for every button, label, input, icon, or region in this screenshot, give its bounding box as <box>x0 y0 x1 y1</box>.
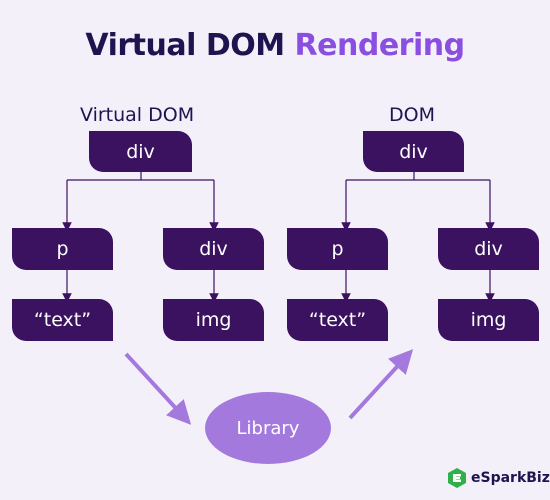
arrow-to-library <box>124 352 192 425</box>
left-tree-connectors <box>62 172 219 303</box>
title-part-2: Rendering <box>294 28 466 63</box>
library-node: Library <box>205 392 331 464</box>
diagram-title: Virtual DOM Rendering <box>0 28 550 63</box>
esparkbiz-logo-icon <box>448 468 466 488</box>
title-part-1: Virtual DOM <box>85 28 285 63</box>
right-root-node: div <box>363 131 464 172</box>
left-child-div-node: div <box>163 228 264 270</box>
virtual-dom-label: Virtual DOM <box>80 104 195 126</box>
right-child-p-node: p <box>287 228 388 270</box>
left-child-p-node: p <box>12 228 113 270</box>
brand-name: eSparkBiz <box>471 470 550 486</box>
brand-logo: eSparkBiz <box>448 468 550 488</box>
left-root-node: div <box>89 131 192 172</box>
left-leaf-img-node: img <box>163 299 264 341</box>
right-tree-connectors <box>341 172 495 303</box>
right-child-div-node: div <box>438 228 539 270</box>
right-leaf-img-node: img <box>438 299 539 341</box>
arrow-from-library <box>348 349 414 420</box>
left-leaf-text-node: “text” <box>12 299 113 341</box>
right-leaf-text-node: “text” <box>287 299 388 341</box>
dom-label: DOM <box>389 104 435 126</box>
